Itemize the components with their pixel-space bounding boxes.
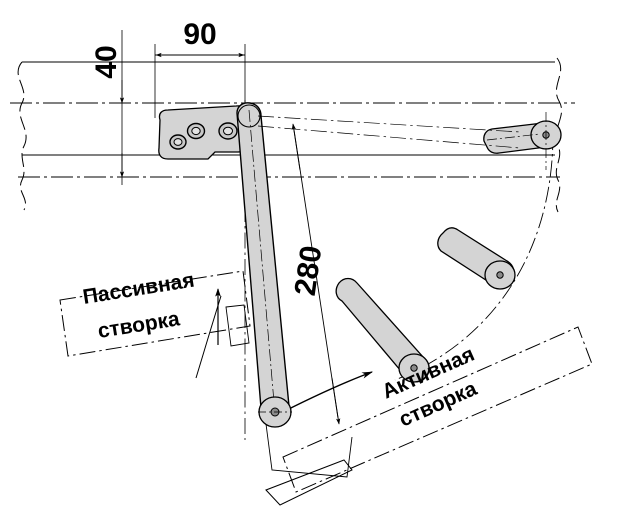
arm-horizontal-position bbox=[483, 112, 562, 170]
dim280-line bbox=[293, 129, 339, 419]
passive-label-line2: створка bbox=[96, 307, 181, 343]
main-arm bbox=[236, 102, 292, 428]
main-arm-centerline bbox=[248, 109, 276, 415]
dim280-value: 280 bbox=[289, 244, 329, 298]
passive-label-line1: Пассивная bbox=[81, 269, 196, 309]
dim90-value: 90 bbox=[183, 18, 216, 51]
dimension-90: 90 bbox=[154, 18, 246, 118]
dimension-40: 40 bbox=[90, 30, 125, 185]
arm-horizontal-centerline bbox=[486, 133, 541, 141]
dimension-280: 280 bbox=[289, 123, 341, 425]
dim40-value: 40 bbox=[90, 45, 123, 78]
bracket-hole-3-inner bbox=[223, 126, 233, 136]
frame-break-left bbox=[17, 61, 27, 211]
dim280-arrow-top bbox=[291, 123, 301, 171]
passive-sash-label: Пассивная створка bbox=[81, 269, 196, 343]
frame-break-right bbox=[555, 57, 563, 213]
arm-mid-position bbox=[437, 227, 516, 290]
passive-sash-edge bbox=[225, 304, 250, 347]
leader-upper bbox=[257, 115, 521, 133]
passive-sash bbox=[59, 270, 251, 379]
mounting-bracket bbox=[158, 105, 253, 160]
bracket-hole-1-inner bbox=[173, 138, 183, 146]
passive-sash-outline bbox=[59, 270, 251, 357]
leader-lower bbox=[257, 125, 521, 149]
arm-open-position bbox=[335, 277, 430, 383]
swing-path bbox=[394, 133, 554, 381]
active-sash-tip bbox=[265, 459, 353, 506]
passive-sash-swing bbox=[195, 295, 222, 379]
arm-swing-arc bbox=[394, 133, 554, 381]
dim280-arrow-bottom bbox=[331, 377, 341, 425]
bracket-hole-2-inner bbox=[191, 126, 201, 136]
leader-lines bbox=[257, 115, 521, 149]
arm-mid-pivot-center bbox=[496, 271, 504, 279]
arm-open-pivot-center bbox=[410, 364, 418, 372]
door-frame bbox=[10, 57, 575, 213]
